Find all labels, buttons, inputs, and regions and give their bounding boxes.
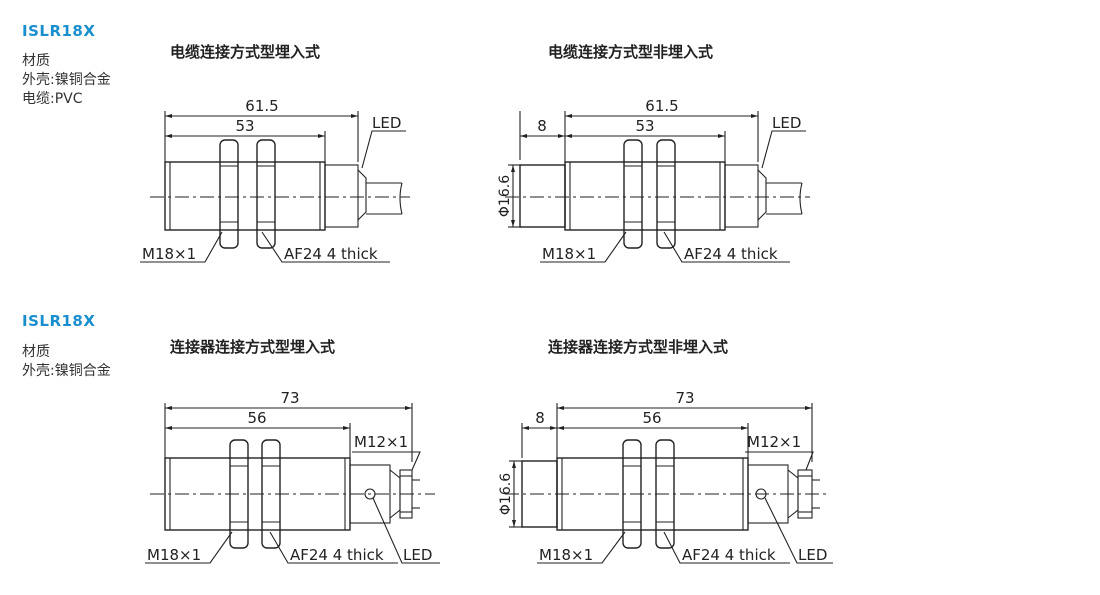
nut-label: AF24 4 thick: [682, 546, 776, 564]
diagram-title-cable-flush: 电缆连接方式型埋入式: [170, 43, 321, 61]
drawing-connector-flush: 73 56 M12×1 M18×1 AF24 4 thick LED: [145, 389, 440, 564]
led-label: LED: [772, 114, 801, 132]
thread-label: M18×1: [542, 245, 596, 263]
material-line: 材质: [22, 344, 50, 360]
thread-label: M18×1: [539, 546, 593, 564]
dim-total-length: 73: [675, 389, 694, 407]
diagram-title-connector-flush: 连接器连接方式型埋入式: [170, 338, 336, 356]
drawing-cable-flush: 61.5 53 M18×1 AF24 4 thick LED: [140, 97, 410, 263]
drawing-cable-nonflush: 61.5 53 8 Φ16.6 M18×1 AF24 4 thick LED: [497, 97, 810, 263]
material-line: 电缆:PVC: [22, 91, 83, 107]
section2-model-title: ISLR18X: [22, 312, 96, 330]
thread-label: M18×1: [147, 546, 201, 564]
led-label: LED: [798, 546, 827, 564]
dim-extension-length: 8: [537, 117, 547, 135]
section2-material-list: 材质 外壳:镍铜合金: [22, 343, 111, 381]
diameter-label: Φ16.6: [497, 175, 513, 217]
dim-body-length: 56: [642, 409, 661, 427]
material-line: 外壳:镍铜合金: [22, 363, 111, 379]
dim-body-length: 56: [247, 409, 266, 427]
dim-body-length: 53: [635, 117, 654, 135]
dim-body-length: 53: [235, 117, 254, 135]
thread-label: M18×1: [142, 245, 196, 263]
section1-material-list: 材质 外壳:镍铜合金 电缆:PVC: [22, 52, 111, 109]
connector-thread-label: M12×1: [354, 433, 408, 451]
material-line: 材质: [22, 53, 50, 69]
connector-thread-label: M12×1: [747, 433, 801, 451]
dim-total-length: 61.5: [645, 97, 678, 115]
section1-model-title: ISLR18X: [22, 22, 96, 40]
diagram-title-cable-nonflush: 电缆连接方式型非埋入式: [548, 43, 714, 61]
material-line: 外壳:镍铜合金: [22, 72, 111, 88]
dim-total-length: 61.5: [245, 97, 278, 115]
dim-total-length: 73: [280, 389, 299, 407]
nut-label: AF24 4 thick: [684, 245, 778, 263]
led-label: LED: [403, 546, 432, 564]
nut-label: AF24 4 thick: [290, 546, 384, 564]
dim-extension-length: 8: [535, 409, 545, 427]
diagram-title-connector-nonflush: 连接器连接方式型非埋入式: [548, 338, 729, 356]
led-label: LED: [372, 114, 401, 132]
drawing-connector-nonflush: 73 56 8 Φ16.6 M12×1 M18×1 AF24 4 thi: [498, 389, 833, 564]
nut-label: AF24 4 thick: [284, 245, 378, 263]
